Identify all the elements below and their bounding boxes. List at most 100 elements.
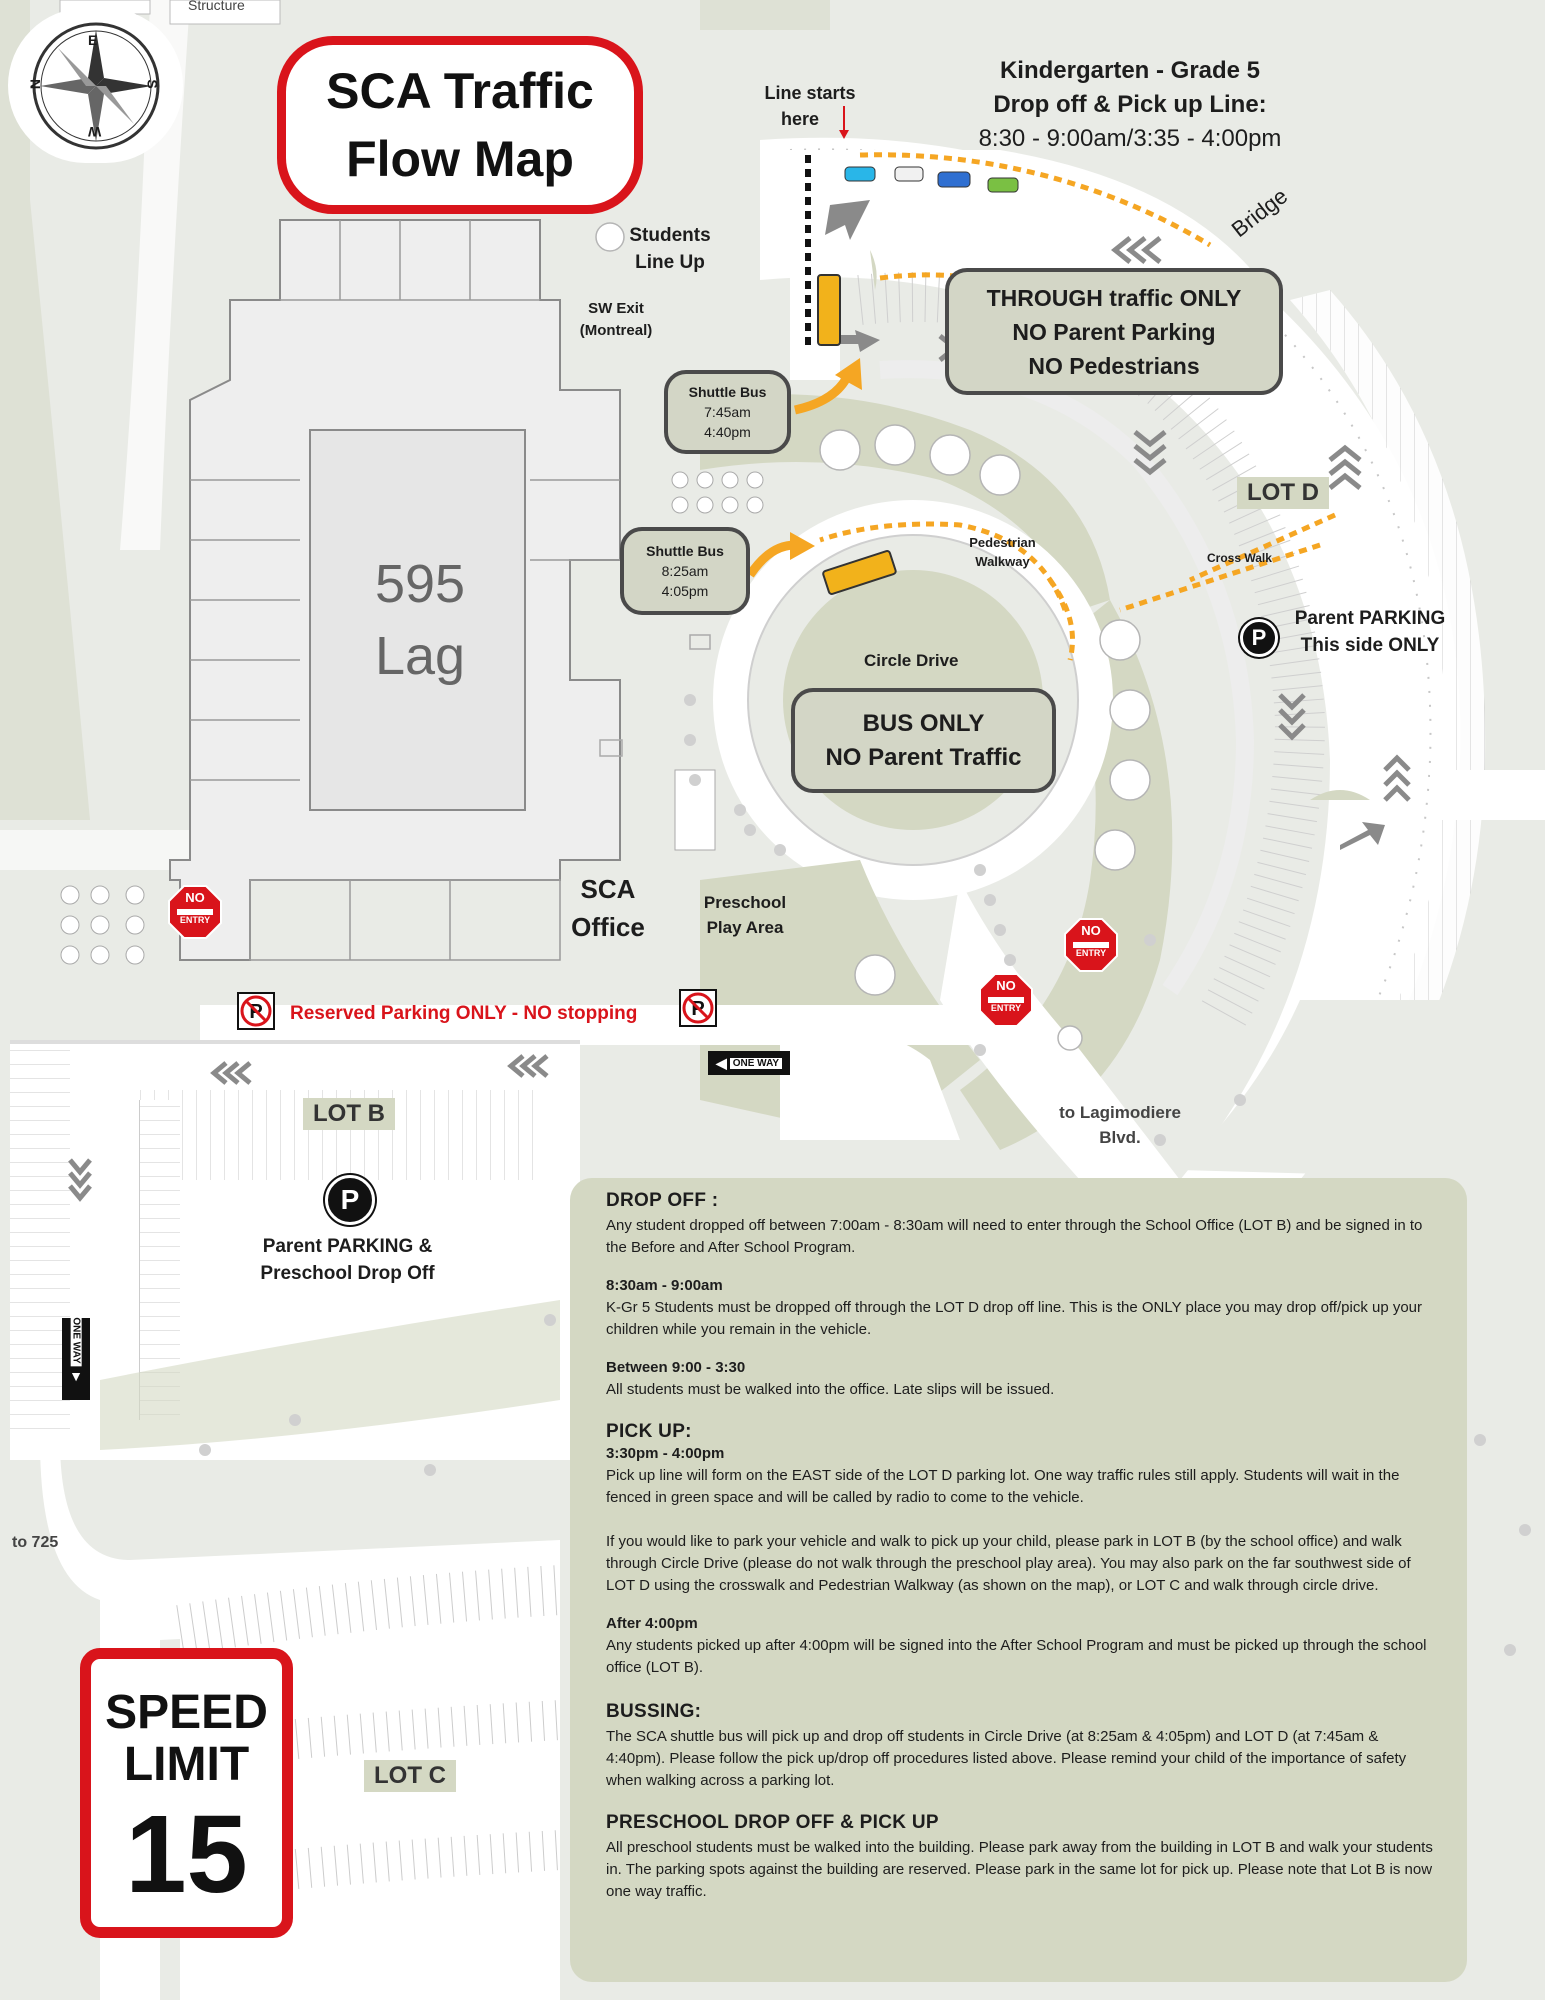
- reserved-parking-label: Reserved Parking ONLY - NO stopping: [290, 1003, 638, 1024]
- parent-parking-d-line-1: Parent PARKING: [1294, 608, 1446, 629]
- shuttle-bus-sign-lot-d: Shuttle Bus 7:45am 4:40pm: [664, 370, 791, 454]
- through-traffic-line-1: THROUGH traffic ONLY: [986, 284, 1242, 311]
- compass-w-label: W: [88, 124, 102, 140]
- sw-exit-label: SW Exit (Montreal): [566, 298, 666, 342]
- speed-limit-sign: SPEED LIMIT 15: [80, 1648, 293, 1938]
- bus-only-line-2: NO Parent Traffic: [825, 743, 1022, 771]
- parking-icon-lot-b: P: [325, 1175, 375, 1225]
- sw-exit-line-1: SW Exit: [588, 300, 644, 317]
- sw-exit-line-2: (Montreal): [579, 322, 653, 339]
- to-lagimodiere-label: to Lagimodiere Blvd.: [1050, 1100, 1190, 1150]
- sca-office-label: SCA Office: [558, 870, 658, 946]
- sca-office-line-2: Office: [571, 912, 645, 942]
- kindergarten-heading: Kindergarten - Grade 5 Drop off & Pick u…: [940, 54, 1320, 156]
- compass-n-label: N: [27, 78, 44, 90]
- one-way-horizontal-text: ONE WAY: [729, 1057, 783, 1069]
- pick-up-subheading-1: 3:30pm - 4:00pm: [606, 1445, 725, 1462]
- no-entry-east-text: NO ENTRY: [1064, 923, 1118, 968]
- building-number: 595: [374, 554, 466, 614]
- bus-only-line-1: BUS ONLY: [862, 709, 985, 737]
- no-parking-icon-left: P: [237, 992, 275, 1030]
- preschool-paragraph: All preschool students must be walked in…: [606, 1839, 1433, 1900]
- shuttle-bus-2-time-2: 4:05pm: [661, 583, 709, 599]
- no-entry-south-top: NO: [996, 978, 1016, 993]
- drop-off-paragraph-1: Any student dropped off between 7:00am -…: [606, 1217, 1423, 1256]
- students-line-up-label: Students Line Up: [610, 222, 730, 276]
- one-way-down-arrow-icon: ▼: [69, 1367, 83, 1384]
- drop-off-heading: DROP OFF :: [606, 1190, 719, 1211]
- parent-parking-lot-d-label: Parent PARKING This side ONLY: [1280, 605, 1460, 659]
- one-way-sign-vertical: ONE WAY ▼: [62, 1313, 90, 1400]
- no-entry-east-top: NO: [1081, 923, 1101, 938]
- drop-off-paragraph-2: K-Gr 5 Students must be dropped off thro…: [606, 1299, 1423, 1338]
- through-traffic-sign: THROUGH traffic ONLY NO Parent Parking N…: [945, 268, 1283, 395]
- drop-off-subheading-3: Between 9:00 - 3:30: [606, 1359, 746, 1376]
- to-lagimodiere-line-2: Blvd.: [1099, 1128, 1141, 1147]
- speed-limit-line-1: SPEED: [105, 1686, 268, 1739]
- parent-parking-b-line-2: Preschool Drop Off: [260, 1263, 435, 1284]
- kindergarten-line-1: Kindergarten - Grade 5: [999, 57, 1261, 84]
- map-title-line-2: Flow Map: [346, 131, 574, 187]
- bussing-paragraph: The SCA shuttle bus will pick up and dro…: [606, 1728, 1407, 1789]
- preschool-area-line-1: Preschool: [703, 893, 787, 912]
- students-line-up-line-1: Students: [629, 225, 711, 246]
- no-entry-sign-east: [1064, 918, 1118, 972]
- compass-e-label: E: [88, 32, 98, 48]
- building-street: Lag: [374, 626, 466, 686]
- preschool-area-line-2: Play Area: [706, 918, 784, 937]
- pedestrian-walkway-label: Pedestrian Walkway: [950, 533, 1055, 571]
- pick-up-paragraph-3: Any students picked up after 4:00pm will…: [606, 1637, 1427, 1676]
- parent-parking-b-line-1: Parent PARKING &: [262, 1236, 433, 1257]
- sca-office-line-1: SCA: [580, 874, 636, 904]
- lot-d-label: LOT D: [1237, 477, 1329, 509]
- kindergarten-line-3: 8:30 - 9:00am/3:35 - 4:00pm: [978, 125, 1282, 152]
- info-panel: DROP OFF : Any student dropped off betwe…: [570, 1178, 1467, 1982]
- speed-limit-value: 15: [125, 1793, 248, 1916]
- no-entry-south-bottom: ENTRY: [990, 1003, 1022, 1013]
- to-725-label: to 725: [12, 1534, 59, 1551]
- line-starts-label: Line starts here: [745, 80, 875, 132]
- circle-drive-label: Circle Drive: [864, 651, 959, 670]
- map-title-box: SCA Traffic Flow Map: [277, 36, 643, 214]
- no-entry-west-top: NO: [185, 890, 205, 905]
- bus-only-sign: BUS ONLY NO Parent Traffic: [791, 688, 1056, 793]
- no-entry-sign-west: [168, 885, 222, 939]
- shuttle-bus-sign-circle: Shuttle Bus 8:25am 4:05pm: [620, 527, 750, 615]
- parking-symbol-d: P: [1251, 625, 1267, 650]
- pedestrian-walkway-line-1: Pedestrian: [969, 535, 1036, 550]
- no-parking-icon-right: P: [679, 989, 717, 1027]
- cross-walk-label: Cross Walk: [1207, 551, 1272, 565]
- map-title-line-1: SCA Traffic: [326, 63, 594, 119]
- no-entry-west-text: NO ENTRY: [168, 890, 222, 935]
- drop-off-subheading-2: 8:30am - 9:00am: [606, 1277, 723, 1294]
- to-lagimodiere-line-1: to Lagimodiere: [1059, 1103, 1181, 1122]
- pick-up-heading: PICK UP:: [606, 1421, 692, 1442]
- no-entry-south-text: NO ENTRY: [979, 978, 1033, 1023]
- compass-rose-icon: [32, 22, 160, 150]
- shuttle-bus-1-time-1: 7:45am: [704, 404, 751, 420]
- parent-parking-d-line-2: This side ONLY: [1300, 635, 1440, 656]
- preschool-play-area-label: Preschool Play Area: [690, 890, 800, 940]
- parking-symbol-b: P: [340, 1184, 360, 1215]
- kindergarten-line-2: Drop off & Pick up Line:: [993, 91, 1267, 118]
- pick-up-paragraph-2: If you would like to park your vehicle a…: [606, 1533, 1411, 1594]
- line-starts-line-1: Line starts: [764, 83, 856, 103]
- line-starts-line-2: here: [780, 109, 820, 129]
- lot-c-label: LOT C: [364, 1760, 456, 1792]
- parent-parking-lot-b-label: Parent PARKING & Preschool Drop Off: [240, 1233, 455, 1287]
- no-entry-sign-south: [979, 973, 1033, 1027]
- shuttle-bus-2-time-1: 8:25am: [661, 563, 709, 579]
- through-traffic-line-3: NO Pedestrians: [1028, 352, 1200, 379]
- parking-icon-lot-d: P: [1240, 619, 1278, 657]
- speed-limit-line-2: LIMIT: [123, 1738, 250, 1791]
- lot-b-label: LOT B: [303, 1098, 395, 1130]
- pick-up-subheading-3: After 4:00pm: [606, 1615, 698, 1632]
- drop-off-paragraph-3: All students must be walked into the off…: [606, 1381, 1055, 1398]
- students-line-up-line-2: Line Up: [635, 252, 705, 273]
- one-way-vertical-text: ONE WAY: [70, 1313, 82, 1367]
- shuttle-bus-1-time-2: 4:40pm: [704, 424, 751, 440]
- no-entry-west-bottom: ENTRY: [179, 915, 211, 925]
- bussing-heading: BUSSING:: [606, 1701, 702, 1722]
- through-traffic-line-2: NO Parent Parking: [1012, 318, 1216, 345]
- compass-s-label: S: [144, 79, 161, 89]
